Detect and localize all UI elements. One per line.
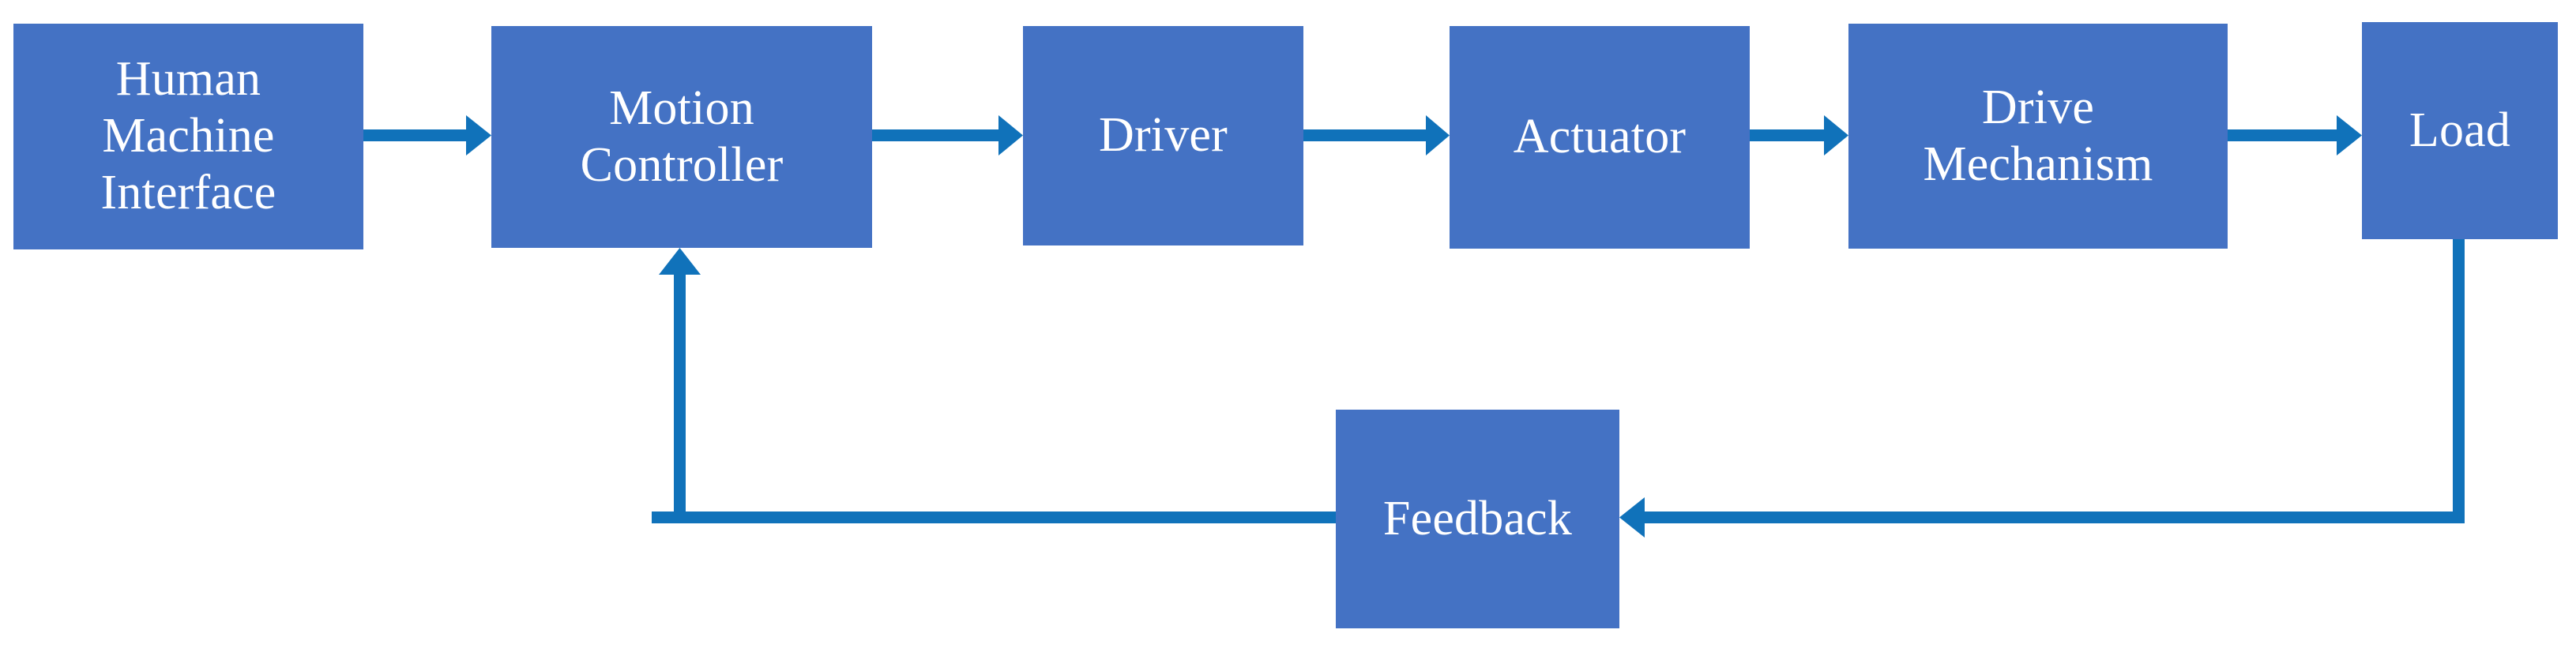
node-human-machine-interface[interactable]: Human Machine Interface [13,24,363,249]
node-actuator[interactable]: Actuator [1450,26,1750,249]
arrow-load-to-feedback [1619,239,2465,538]
arrow-controller-to-driver [872,115,1023,156]
arrow-hmi-to-controller [363,115,491,156]
arrow-drive-to-load [2228,115,2362,156]
node-motion-controller[interactable]: Motion Controller [491,26,872,248]
node-driver[interactable]: Driver [1023,26,1303,245]
node-feedback[interactable]: Feedback [1336,410,1619,628]
arrow-actuator-to-drive [1750,115,1848,156]
node-drive-mechanism[interactable]: Drive Mechanism [1848,24,2228,249]
node-load[interactable]: Load [2362,22,2558,239]
arrow-feedback-to-controller [652,248,1336,523]
arrow-driver-to-actuator [1303,115,1450,156]
